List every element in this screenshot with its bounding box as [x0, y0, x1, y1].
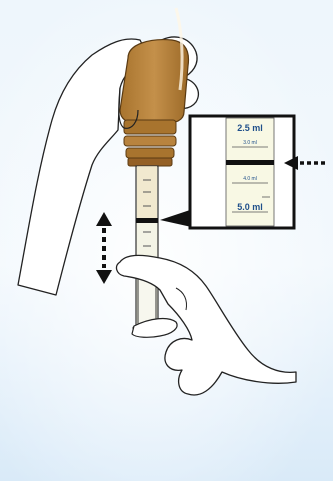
mark-3-0-ml: 3.0 ml: [243, 140, 257, 146]
lower-hand-finger-joint: [175, 287, 187, 311]
label-5-0-ml: 5.0 ml: [237, 202, 263, 212]
zoom-inset: 2.5 ml 3.0 ml 4.0 ml 5.0 ml: [188, 114, 296, 230]
zoom-pointer: [160, 208, 196, 228]
dashed-left-arrow-icon: [284, 156, 326, 170]
lower-hand-icon: [115, 254, 297, 396]
bottle-icon: [119, 7, 190, 167]
syringe-icon: [132, 165, 162, 333]
lower-hand-thumb: [131, 317, 178, 338]
upper-hand-thumb: [118, 87, 139, 129]
label-2-5-ml: 2.5 ml: [237, 123, 263, 133]
dashed-double-arrow-icon: [96, 212, 112, 284]
mark-4-0-ml: 4.0 ml: [243, 176, 257, 182]
